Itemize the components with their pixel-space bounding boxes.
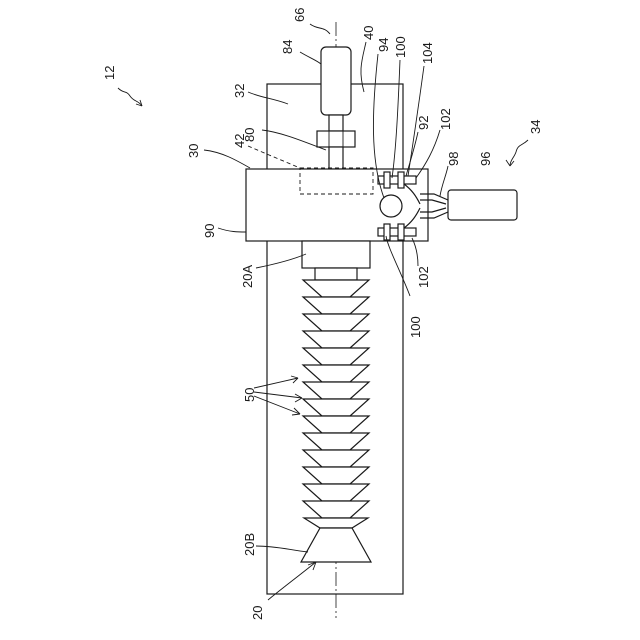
ball-94 <box>380 195 402 217</box>
leader-50-a <box>254 378 298 388</box>
label-40: 40 <box>361 26 376 40</box>
label-92: 92 <box>416 116 431 130</box>
leader-30 <box>204 150 250 168</box>
label-42: 42 <box>232 134 247 148</box>
label-102-top: 102 <box>438 108 453 130</box>
leader-100-bottom <box>386 236 410 296</box>
coupling-80 <box>317 131 355 147</box>
shed <box>303 280 369 297</box>
shed <box>303 467 369 484</box>
shed <box>303 484 369 501</box>
label-30: 30 <box>186 144 201 158</box>
label-100-top: 100 <box>393 36 408 58</box>
shed <box>303 399 369 416</box>
label-20B: 20B <box>242 533 257 556</box>
shed-stack-50 <box>303 280 369 518</box>
shed-bottom <box>304 518 368 528</box>
bolt <box>398 172 404 188</box>
leader-32 <box>248 92 288 104</box>
label-104: 104 <box>420 42 435 64</box>
shed <box>303 365 369 382</box>
shed <box>303 450 369 467</box>
label-50: 50 <box>242 388 257 402</box>
shed <box>303 297 369 314</box>
leader-12 <box>118 88 142 106</box>
shed <box>303 501 369 518</box>
label-32: 32 <box>232 84 247 98</box>
bolt <box>398 224 404 240</box>
shed <box>303 382 369 399</box>
leader-66 <box>310 24 330 34</box>
motor-84 <box>321 47 351 115</box>
bolt <box>384 172 390 188</box>
shed <box>303 314 369 331</box>
shed <box>303 331 369 348</box>
label-102-bottom: 102 <box>416 266 431 288</box>
label-94: 94 <box>376 38 391 52</box>
shed <box>303 433 369 450</box>
label-100-bottom: 100 <box>408 316 423 338</box>
leader-50-b <box>254 392 302 398</box>
neck-20A <box>302 241 370 268</box>
label-84: 84 <box>280 40 295 54</box>
leader-100-top <box>392 60 400 178</box>
shaft-lower-80 <box>329 147 343 169</box>
label-66: 66 <box>292 8 307 22</box>
actuator-96 <box>448 190 517 220</box>
shed <box>303 348 369 365</box>
label-90: 90 <box>202 224 217 238</box>
shed <box>303 416 369 433</box>
leader-90 <box>218 228 246 232</box>
shaft-80 <box>329 115 343 131</box>
base-20B <box>301 528 371 562</box>
bolt <box>384 224 390 240</box>
label-20A: 20A <box>240 265 255 288</box>
label-96: 96 <box>478 152 493 166</box>
collar <box>315 268 357 280</box>
leader-20B <box>256 546 308 552</box>
leader-102-bottom <box>412 238 418 266</box>
label-98: 98 <box>446 152 461 166</box>
label-34: 34 <box>528 120 543 134</box>
leader-98 <box>440 166 448 196</box>
leader-84 <box>300 52 321 64</box>
leader-20A <box>256 254 306 268</box>
leader-50-c <box>254 396 300 414</box>
label-12: 12 <box>102 66 117 80</box>
leader-80 <box>262 130 326 150</box>
label-20: 20 <box>250 606 265 620</box>
